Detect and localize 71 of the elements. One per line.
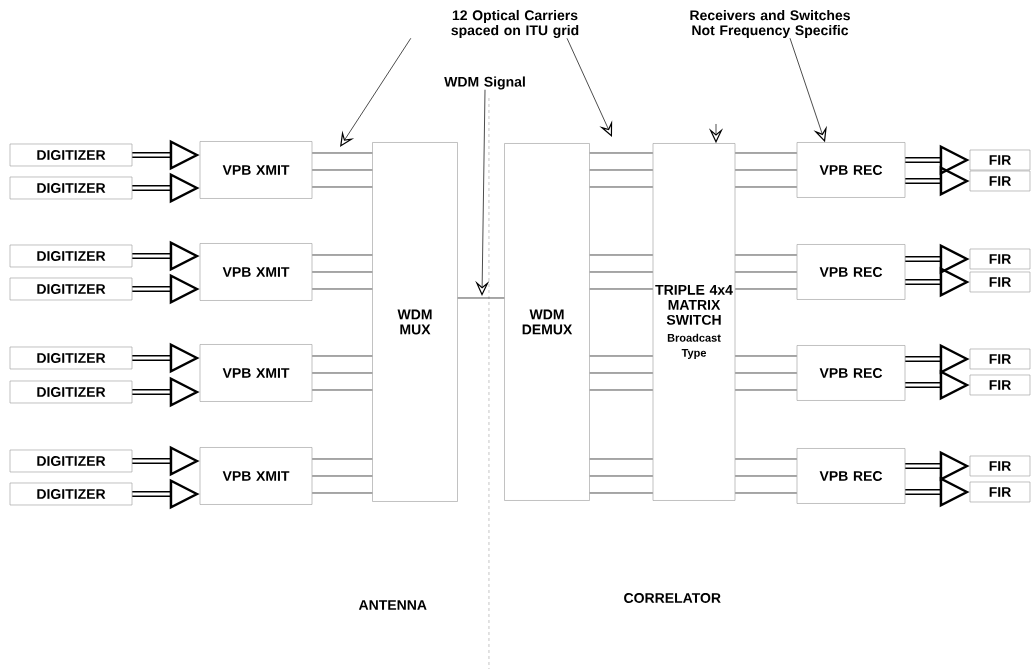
signal-line: [311, 458, 373, 460]
filter-box: FIR: [969, 271, 1031, 293]
signal-line: [311, 186, 373, 188]
transmitter-box: VPB XMIT: [199, 243, 313, 301]
signal-line: [589, 458, 654, 460]
signal-line: [311, 152, 373, 154]
signal-line: [734, 254, 798, 256]
signal-line: [589, 186, 654, 188]
signal-line: [589, 152, 654, 154]
leader-arrow: [566, 37, 613, 137]
transmitter-box: VPB XMIT: [199, 344, 313, 402]
section-label: CORRELATOR: [624, 593, 721, 603]
digitizer-box: DIGITIZER: [9, 346, 133, 370]
signal-line: [589, 254, 654, 256]
transmitter-box: VPB XMIT: [199, 141, 313, 199]
receiver-box: VPB REC: [796, 345, 906, 401]
signal-line: [734, 492, 798, 494]
signal-line: [734, 458, 798, 460]
filter-box: FIR: [969, 374, 1031, 396]
signal-line: [589, 169, 654, 171]
signal-line: [311, 254, 373, 256]
transmitter-box: VPB XMIT: [199, 447, 313, 505]
filter-box: FIR: [969, 348, 1031, 370]
demultiplexer-box: WDM DEMUX: [504, 143, 590, 501]
signal-line: [734, 169, 798, 171]
signal-line: [734, 372, 798, 374]
digitizer-box: DIGITIZER: [9, 277, 133, 301]
filter-box: FIR: [969, 455, 1031, 477]
digitizer-box: DIGITIZER: [9, 143, 133, 167]
callout-text: 12 Optical Carriers spaced on ITU grid: [451, 9, 579, 39]
digitizer-box: DIGITIZER: [9, 380, 133, 404]
signal-line: [311, 288, 373, 290]
signal-line: [311, 372, 373, 374]
digitizer-box: DIGITIZER: [9, 244, 133, 268]
signal-line: [589, 492, 654, 494]
receiver-box: VPB REC: [796, 244, 906, 300]
signal-line: [311, 475, 373, 477]
signal-line: [589, 271, 654, 273]
signal-line: [311, 271, 373, 273]
signal-line: [734, 271, 798, 273]
signal-line: [734, 389, 798, 391]
signal-line: [589, 389, 654, 391]
section-label: ANTENNA: [358, 600, 427, 610]
signal-line: [734, 355, 798, 357]
signal-line: [734, 475, 798, 477]
digitizer-box: DIGITIZER: [9, 482, 133, 506]
matrix-switch-box: TRIPLE 4x4 MATRIX SWITCH Broadcast Type: [652, 143, 736, 501]
signal-line: [589, 475, 654, 477]
signal-line: [589, 372, 654, 374]
signal-line: [734, 186, 798, 188]
signal-line: [311, 389, 373, 391]
digitizer-box: DIGITIZER: [9, 449, 133, 473]
signal-line: [311, 355, 373, 357]
signal-line: [589, 355, 654, 357]
filter-box: FIR: [969, 248, 1031, 270]
filter-box: FIR: [969, 149, 1031, 171]
signal-line: [589, 288, 654, 290]
signal-line: [734, 152, 798, 154]
digitizer-box: DIGITIZER: [9, 176, 133, 200]
signal-line: [457, 297, 505, 299]
signal-line: [311, 169, 373, 171]
signal-label: WDM Signal: [444, 76, 525, 90]
leader-arrow: [340, 37, 412, 147]
filter-box: FIR: [969, 170, 1031, 192]
receiver-box: VPB REC: [796, 448, 906, 504]
callout-text: Receivers and Switches Not Frequency Specific: [690, 9, 850, 38]
signal-line: [311, 492, 373, 494]
multiplexer-box: WDM MUX: [372, 142, 458, 502]
signal-line: [734, 288, 798, 290]
filter-box: FIR: [969, 481, 1031, 503]
receiver-box: VPB REC: [796, 142, 906, 198]
